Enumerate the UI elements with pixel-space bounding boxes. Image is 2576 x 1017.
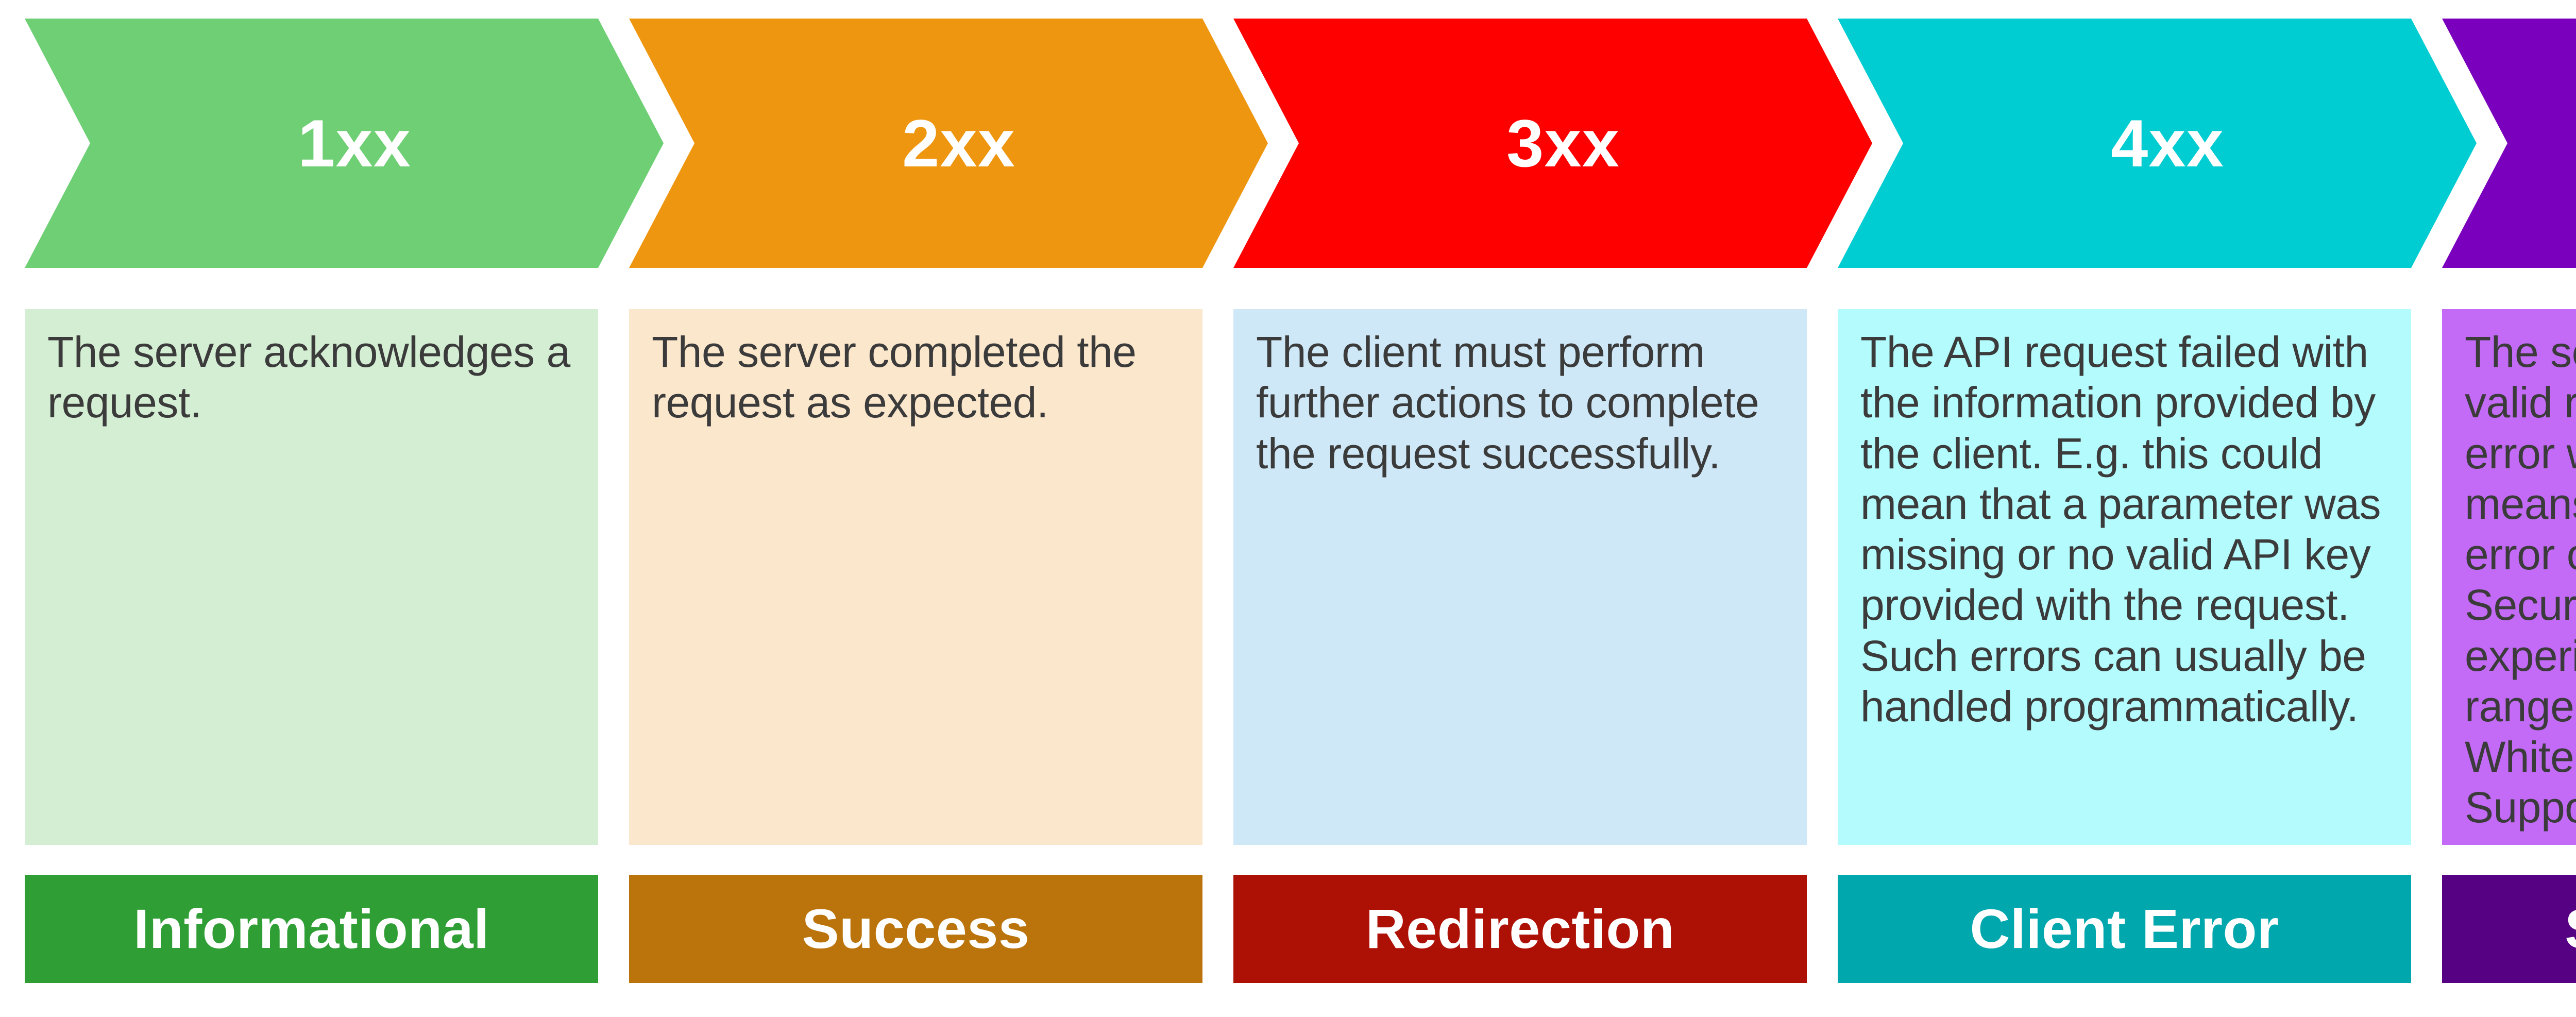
description-box-3xx: The client must perform further actions … [1233,309,1807,845]
chevron-4xx[interactable]: 4xx [1838,19,2477,268]
column-3xx: 3xx The client must perform further acti… [1233,0,1872,1017]
description-text-1xx: The server acknowledges a request. [47,328,570,427]
label-text-3xx: Redirection [1365,897,1675,960]
label-bar-5xx[interactable]: Server Error [2442,875,2576,983]
label-text-1xx: Informational [133,897,489,960]
column-4xx: 4xx The API request failed with the info… [1838,0,2477,1017]
label-bar-1xx[interactable]: Informational [25,875,598,983]
description-text-2xx: The server completed the request as expe… [652,328,1137,427]
description-text-4xx: The API request failed with the informat… [1860,328,2381,731]
label-bar-3xx[interactable]: Redirection [1233,875,1807,983]
chevron-label-4xx: 4xx [2111,106,2224,181]
description-box-4xx: The API request failed with the informat… [1838,309,2411,845]
description-text-3xx: The client must perform further actions … [1256,328,1759,478]
chevron-label-1xx: 1xx [298,106,411,181]
description-text-5xx: The server failed to fulfill a valid req… [2465,328,2576,832]
chevron-label-3xx: 3xx [1506,106,1620,181]
description-box-5xx: The server failed to fulfill a valid req… [2442,309,2576,845]
column-2xx: 2xx The server completed the request as … [629,0,1268,1017]
label-text-4xx: Client Error [1970,897,2279,960]
label-text-2xx: Success [802,897,1030,960]
label-bar-4xx[interactable]: Client Error [1838,875,2411,983]
label-bar-2xx[interactable]: Success [629,875,1202,983]
chevron-3xx[interactable]: 3xx [1233,19,1872,268]
column-5xx: 5xx The server failed to fulfill a valid… [2442,0,2576,1017]
chevron-2xx[interactable]: 2xx [629,19,1268,268]
chevron-1xx[interactable]: 1xx [25,19,664,268]
label-text-5xx: Server Error [2565,901,2576,957]
description-box-1xx: The server acknowledges a request. [25,309,598,845]
chevron-label-2xx: 2xx [902,106,1015,181]
chevron-5xx[interactable]: 5xx [2442,19,2576,268]
description-box-2xx: The server completed the request as expe… [629,309,1202,845]
column-1xx: 1xx The server acknowledges a request. I… [25,0,664,1017]
